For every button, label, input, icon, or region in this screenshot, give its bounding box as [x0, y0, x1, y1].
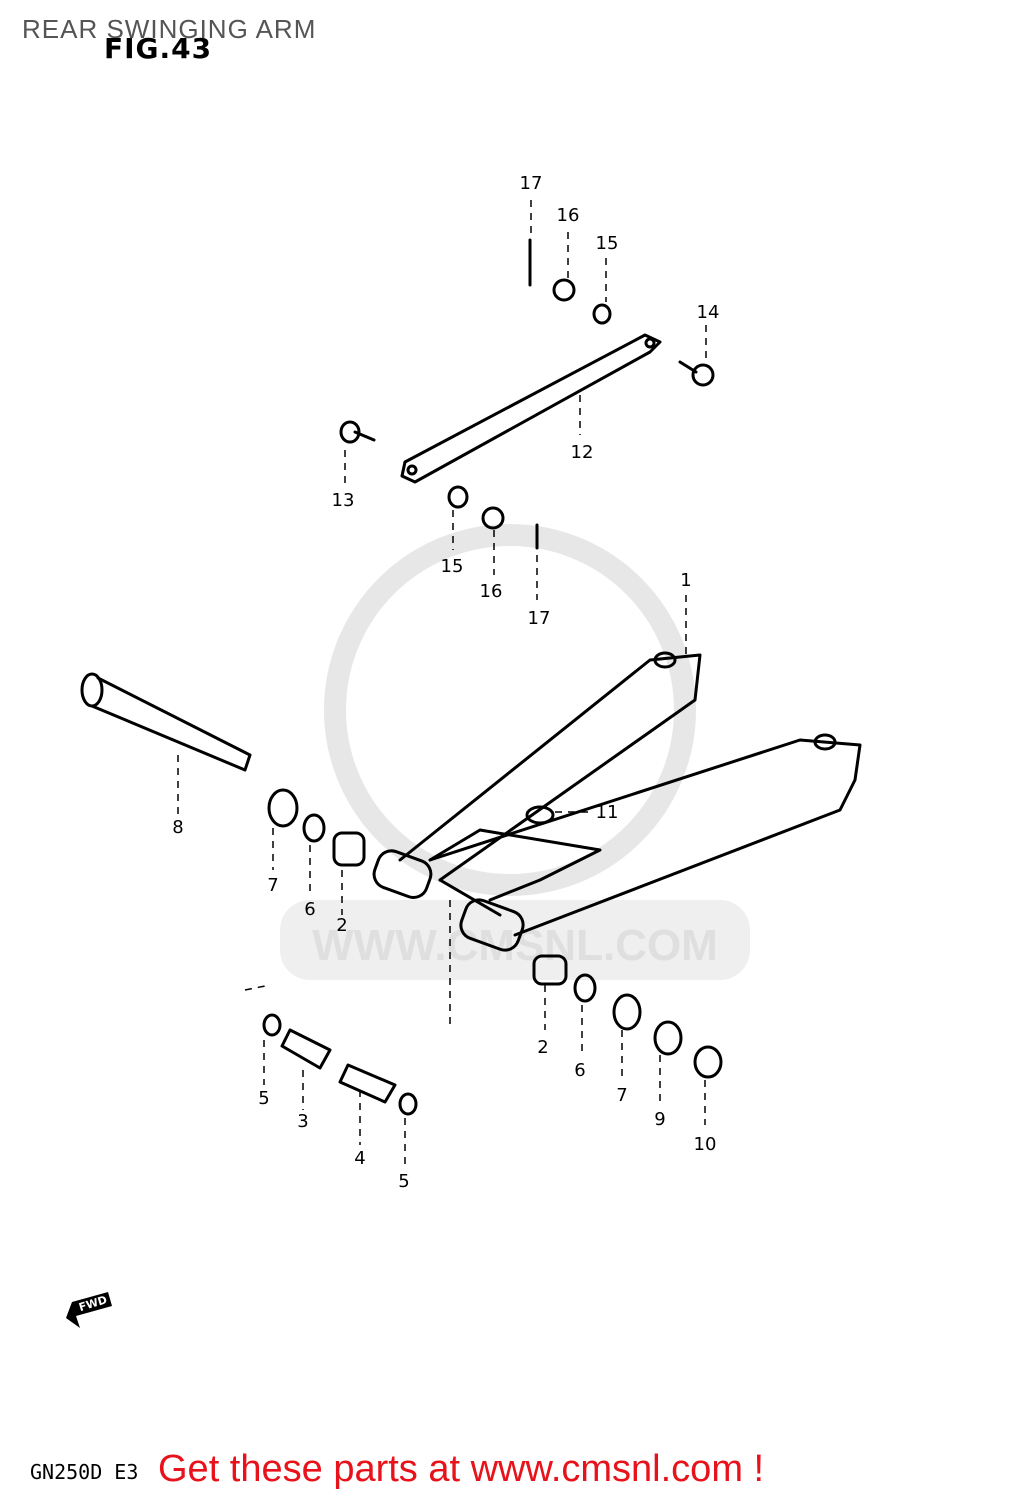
bolt-14: [678, 360, 715, 387]
callout-1: 1: [680, 570, 691, 591]
callout-5-right: 5: [398, 1171, 409, 1192]
callout-6-right: 6: [574, 1060, 585, 1081]
dust-seal-7-right: [612, 993, 642, 1031]
callout-8: 8: [172, 817, 183, 838]
forward-arrow: FWD: [66, 1292, 112, 1328]
callout-6-left: 6: [304, 899, 315, 920]
torque-link: [400, 333, 662, 484]
callout-17-bottom: 17: [528, 608, 551, 629]
swing-arm: [372, 651, 862, 952]
leader-lines: [177, 200, 707, 1165]
callout-10: 10: [694, 1134, 717, 1155]
cap-11: [525, 805, 555, 825]
callout-4: 4: [354, 1148, 365, 1169]
seal-5-left: [262, 1013, 282, 1037]
callout-16-bottom: 16: [480, 581, 503, 602]
callouts: 17 16 15 14 12 13 15 16 17 1 8 11 7 6 2 …: [172, 173, 719, 1192]
callout-7-left: 7: [267, 875, 278, 896]
bolt-13: [339, 420, 376, 444]
callout-9: 9: [654, 1109, 665, 1130]
bushing-2-right: [532, 954, 568, 986]
model-code: GN250D E3: [30, 1460, 139, 1484]
callout-7-right: 7: [616, 1085, 627, 1106]
callout-2-left: 2: [336, 915, 347, 936]
washer-6-left: [302, 813, 326, 843]
callout-3: 3: [297, 1111, 308, 1132]
washer-15-top: [592, 303, 612, 325]
washer-6-right: [573, 973, 597, 1003]
callout-11: 11: [596, 802, 619, 823]
page-title: REAR SWINGING ARM: [22, 14, 317, 44]
callout-17-top: 17: [520, 173, 543, 194]
nut-16-top: [552, 278, 576, 302]
callout-5-left: 5: [258, 1088, 269, 1109]
callout-16-top: 16: [557, 205, 580, 226]
bushing-2-left: [332, 831, 366, 867]
callout-15-bottom: 15: [441, 556, 464, 577]
nut-10: [693, 1045, 723, 1079]
seal-5-right: [398, 1092, 418, 1116]
callout-13: 13: [332, 490, 355, 511]
cta-link[interactable]: Get these parts at www.cmsnl.com !: [158, 1448, 765, 1490]
callout-15-top: 15: [596, 233, 619, 254]
callout-12: 12: [571, 442, 594, 463]
callout-14: 14: [697, 302, 720, 323]
dust-seal-7-left: [267, 788, 299, 828]
washer-9: [653, 1020, 683, 1056]
nut-16-bottom: [481, 506, 505, 530]
watermark: WWW.CMSNL.COM: [280, 524, 750, 980]
callout-2-right: 2: [537, 1037, 548, 1058]
spacer-3: [280, 1028, 332, 1070]
pivot-axle: [80, 672, 252, 772]
figure-number: FIG.43: [104, 32, 213, 65]
washer-15-bottom: [447, 485, 469, 509]
bearing-4: [338, 1063, 397, 1104]
